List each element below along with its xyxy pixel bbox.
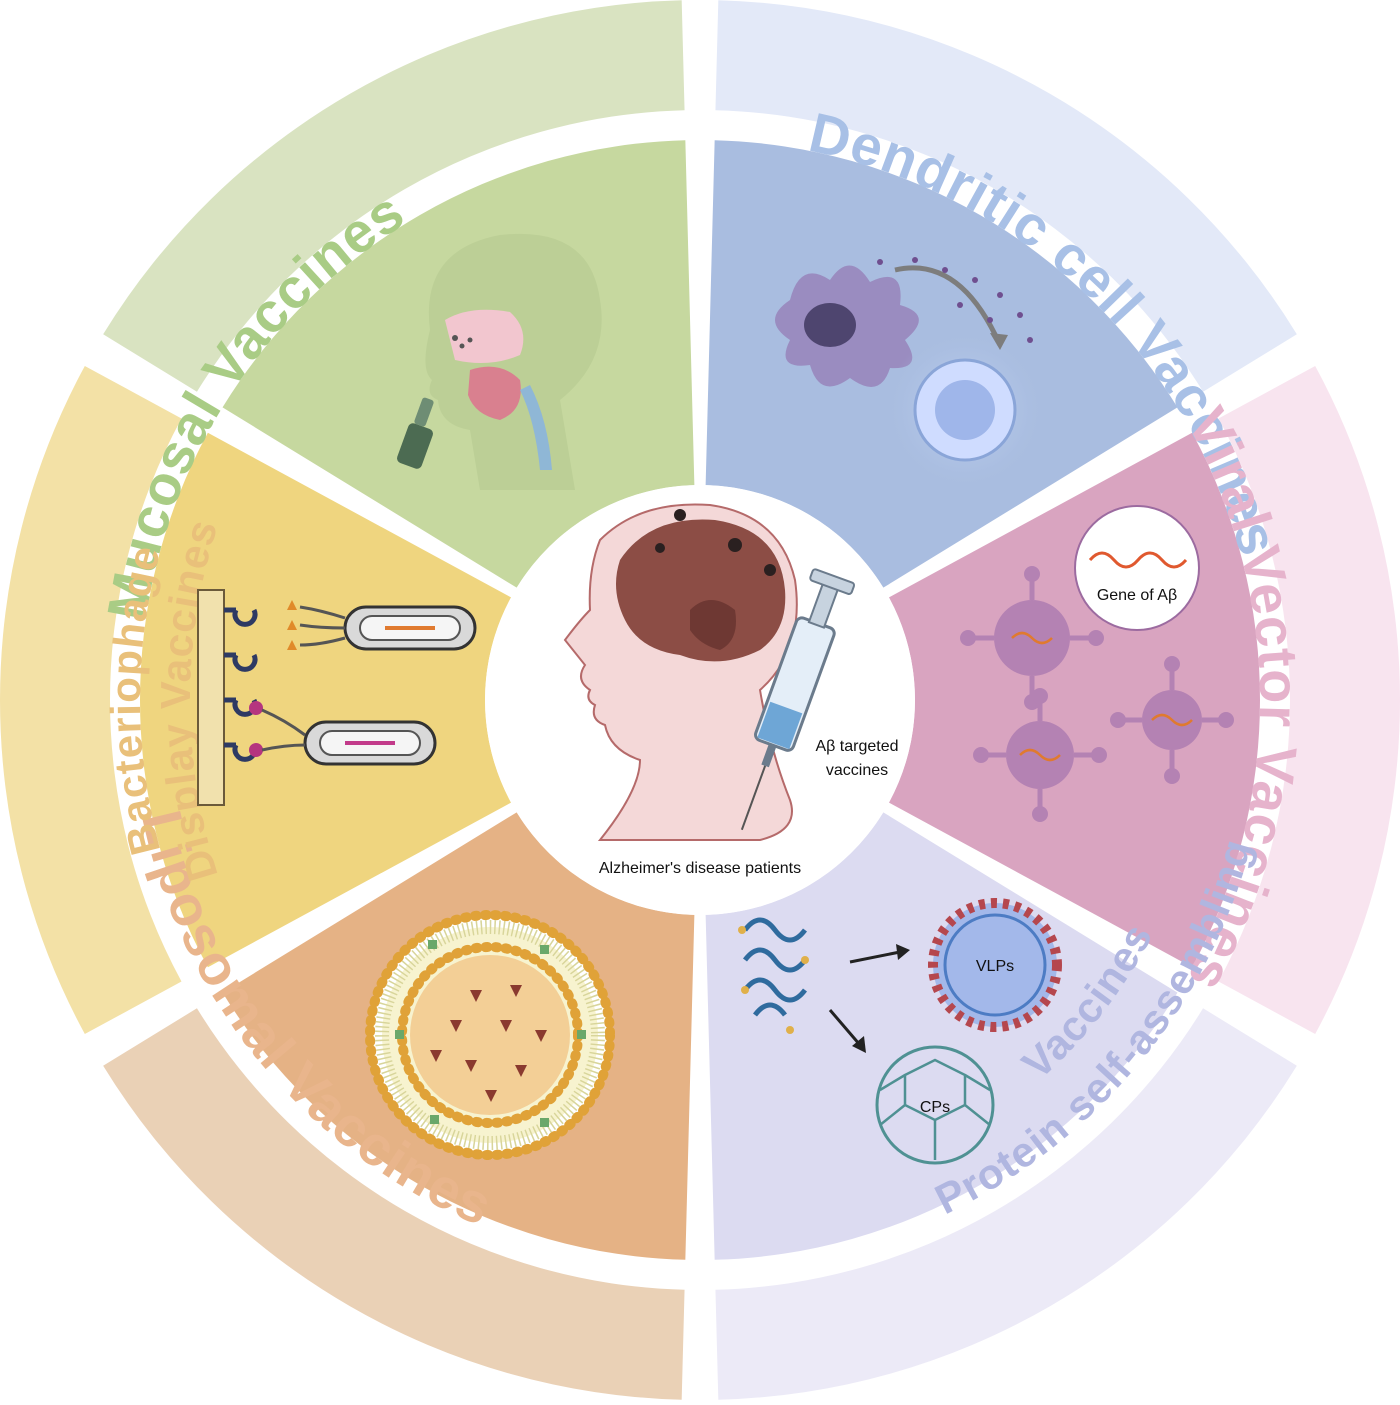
- bacteriophage-illustration: [197, 589, 477, 806]
- outer-segment-viral: [1218, 365, 1400, 1035]
- outer-segment-dendritic: [715, 0, 1297, 392]
- arrow-icon: [849, 950, 901, 964]
- outer-segment-protein: [715, 1008, 1297, 1400]
- arrow-icon: [894, 265, 1003, 347]
- caption-patients: Alzheimer's disease patients: [599, 860, 801, 877]
- inner-segment-bacteriophage: [140, 432, 512, 968]
- protein-monomer: [743, 917, 807, 1017]
- dna-icon: [1011, 631, 1193, 762]
- nasal-spray-icon: [397, 397, 434, 469]
- substrate-plate: [197, 589, 225, 806]
- outer-segment-liposomal: [103, 1008, 685, 1400]
- vlp-label: VLPs: [976, 958, 1014, 975]
- dna-icon: [1088, 551, 1188, 569]
- cp-label: CPs: [920, 1099, 950, 1116]
- phage-particle: [303, 720, 437, 766]
- caption-vaccine-line2: vaccines: [826, 762, 888, 779]
- cp-cage: [875, 1045, 995, 1165]
- mucosal-illustration: [397, 233, 602, 490]
- syringe-icon: [740, 568, 856, 831]
- liposome-illustration: [365, 910, 615, 1160]
- outer-segment-bacteriophage: [0, 365, 182, 1035]
- inner-segment-protein: [705, 812, 1178, 1260]
- dendritic-illustration: [775, 257, 1045, 490]
- gene-callout: [1074, 505, 1200, 631]
- viral-illustration: Gene of Aβ: [960, 505, 1234, 822]
- protein-illustration: VLPs CPs: [738, 898, 1062, 1165]
- phage-particle: [343, 605, 477, 651]
- brain-icon: [616, 519, 786, 662]
- arrow-icon: [828, 1009, 862, 1046]
- center-illustration: Aβ targeted vaccines Alzheimer's disease…: [563, 503, 899, 877]
- outer-segment-mucosal: [103, 0, 685, 392]
- caption-vaccine-line1: Aβ targeted: [815, 738, 898, 755]
- gene-callout-text: Gene of Aβ: [1097, 587, 1177, 604]
